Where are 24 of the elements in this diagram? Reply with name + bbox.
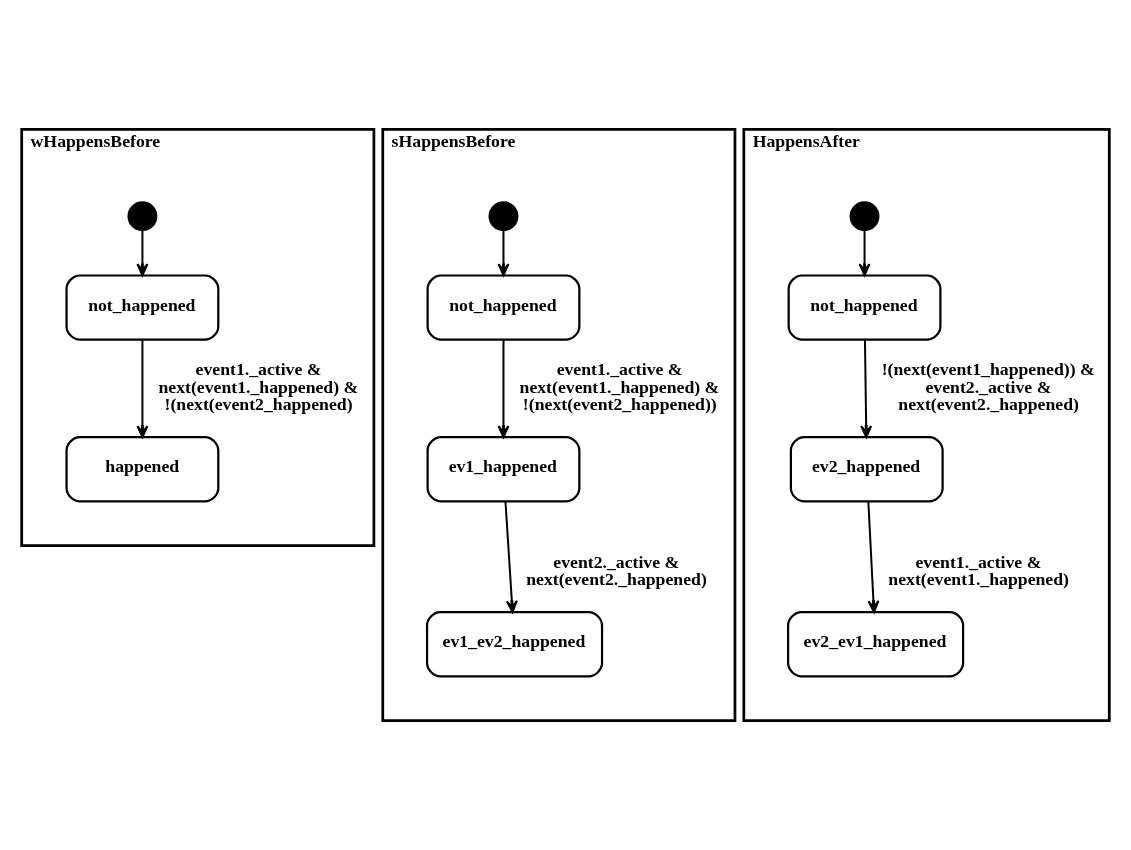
arrow bbox=[860, 338, 873, 439]
arrow bbox=[497, 338, 510, 439]
edge-label: event1._active & next(event1._happened) & !(next(event2_happened) bbox=[158, 358, 359, 415]
node-circle bbox=[488, 201, 519, 232]
node-box: ev1_happened bbox=[426, 436, 581, 503]
node-box: ev2_ev1_happened bbox=[787, 611, 965, 678]
node-box: not_happened bbox=[426, 274, 581, 341]
arrow bbox=[504, 500, 518, 614]
node-box: ev1_ev2_happened bbox=[425, 611, 604, 678]
node-box: ev2_happened bbox=[789, 436, 944, 503]
arrow bbox=[136, 229, 149, 277]
node-box: not_happened bbox=[787, 274, 942, 341]
node-box: not_happened bbox=[65, 274, 220, 341]
edge-label: event1._active & next(event1._happened) bbox=[888, 551, 1069, 590]
node-circle bbox=[127, 201, 158, 232]
node-box: happened bbox=[65, 436, 220, 503]
node-circle bbox=[849, 201, 880, 232]
arrow bbox=[136, 338, 149, 439]
arrow bbox=[867, 500, 880, 614]
edge-label: event2._active & next(event2._happened) bbox=[526, 551, 707, 590]
edge-label: !(next(event1_happened)) & event2._active & next(event2._happened) bbox=[881, 358, 1095, 415]
arrow bbox=[858, 229, 871, 277]
edge-label: event1._active & next(event1._happened) & !(next(event2_happened)) bbox=[519, 358, 720, 415]
arrow bbox=[497, 229, 510, 277]
